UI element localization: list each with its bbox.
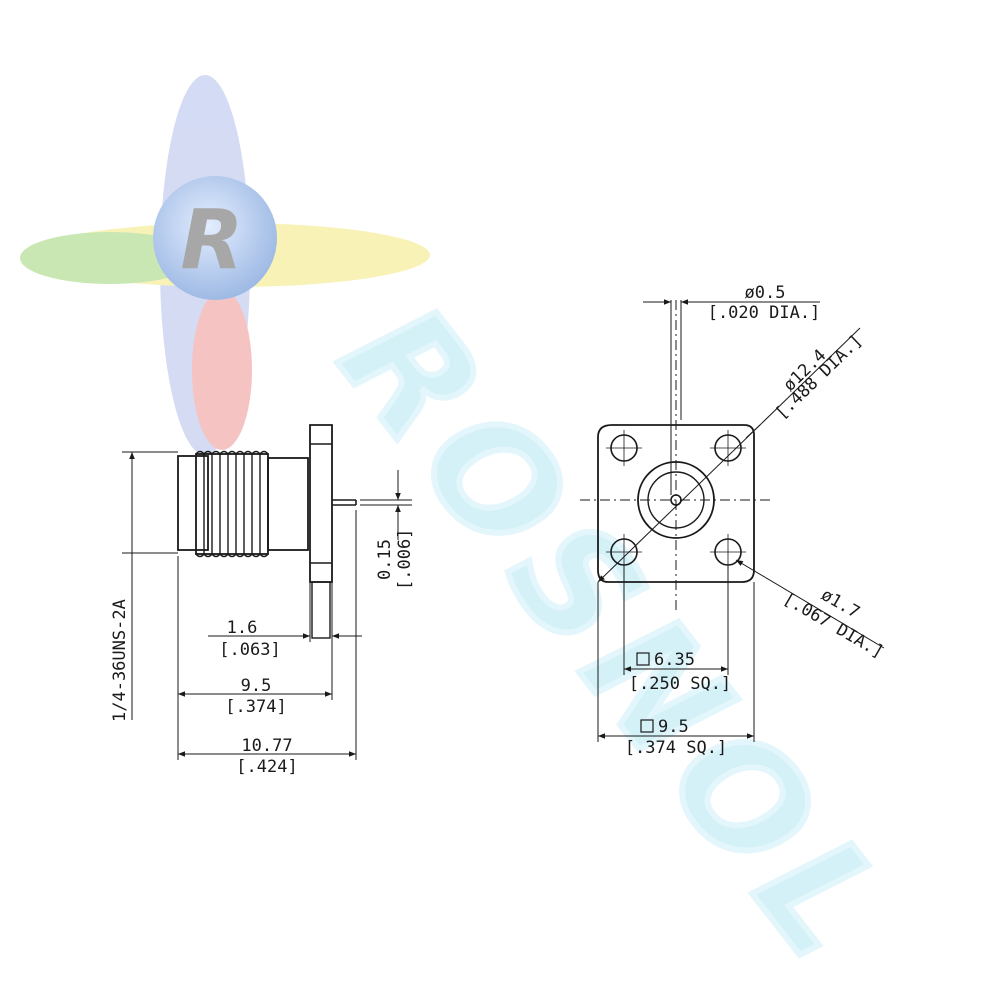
bolt-circle-leader [597, 327, 861, 583]
flange-thickness-imperial: [.063] [219, 640, 280, 660]
mounting-hole [710, 534, 746, 570]
flange-thickness-metric: 1.6 [227, 618, 258, 638]
dielectric [647, 471, 705, 529]
flange-size-imperial: [.374 SQ.] [625, 738, 727, 758]
flange-square [597, 424, 755, 583]
flange-tab [311, 581, 331, 639]
mounting-hole [606, 430, 642, 466]
to-flange-imperial: [.374] [225, 697, 286, 717]
logo-letter: R [180, 193, 243, 288]
logo-red-petal [192, 290, 252, 450]
body-neck [267, 457, 309, 551]
overall-length-metric: 10.77 [241, 736, 292, 756]
side-view: 1/4-36UNS-2A 0.15 [.006] 1.6 [.063] 9.5 … [110, 424, 415, 777]
pin-offset-metric: 0.15 [375, 539, 395, 580]
to-flange-metric: 9.5 [241, 676, 272, 696]
pin-dia-metric: ø0.5 [745, 283, 786, 303]
thread-section [195, 450, 269, 558]
logo-ball [153, 176, 277, 300]
outer-conductor [637, 461, 715, 539]
overall-length-imperial: [.424] [236, 757, 297, 777]
hole-spacing-metric: 6.35 [654, 650, 695, 670]
square-symbol-icon [636, 652, 650, 666]
pin-offset-imperial: [.006] [395, 529, 415, 590]
square-symbol-icon [640, 719, 654, 733]
flange [309, 424, 333, 583]
hole-dia-leader [735, 559, 885, 649]
body-rear [177, 455, 209, 551]
center-pin [670, 494, 682, 506]
hole-spacing-imperial: [.250 SQ.] [629, 674, 731, 694]
flange-size-metric: 9.5 [658, 717, 689, 737]
mounting-hole [606, 534, 642, 570]
watermark-logo: R [20, 75, 430, 455]
mounting-hole [710, 430, 746, 466]
pin-dia-imperial: [.020 DIA.] [708, 303, 821, 323]
thread-spec-label: 1/4-36UNS-2A [110, 599, 130, 722]
